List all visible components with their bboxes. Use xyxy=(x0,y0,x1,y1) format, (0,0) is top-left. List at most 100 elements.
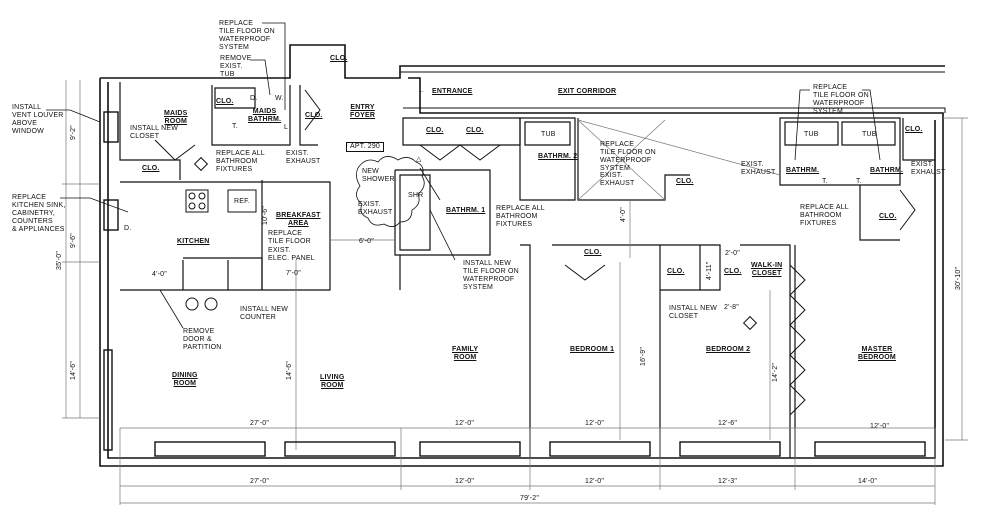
leader-lines xyxy=(46,22,881,329)
note-install-tile-bath1: INSTALL NEW TILE FLOOR ON WATERPROOF SYS… xyxy=(463,260,519,291)
note-kitchen-replace: REPLACE KITCHEN SINK, CABINETRY, COUNTER… xyxy=(12,194,66,233)
dim-closet-2-8: 2'-8" xyxy=(724,304,739,311)
dim-outer-bed2: 12'-3" xyxy=(718,478,738,485)
note-install-closet-br2: INSTALL NEW CLOSET xyxy=(669,305,718,320)
dim-inner-bed2: 12'-6" xyxy=(718,420,738,427)
room-master-bedroom: MASTER BEDROOM xyxy=(858,346,896,361)
note-install-counter: INSTALL NEW COUNTER xyxy=(240,306,289,321)
dim-outer-dining: 27'-0" xyxy=(250,478,270,485)
closet-label: CLO. xyxy=(879,213,897,220)
closet-label: CLO. xyxy=(905,126,923,133)
note-vent-louver: INSTALL VENT LOUVER ABOVE WINDOW xyxy=(12,104,64,135)
arrow-left-icon: ← xyxy=(418,88,426,95)
dimension-lines xyxy=(62,80,968,505)
dim-left-upper: 9'-2" xyxy=(70,125,77,140)
dim-closet-4-11: 4'-11" xyxy=(706,261,713,280)
dim-outer-family: 12'-0" xyxy=(455,478,475,485)
toilet-label: T. xyxy=(232,123,238,130)
room-bedroom-1: BEDROOM 1 xyxy=(570,346,615,353)
dim-breakfast-width: 7'-0" xyxy=(286,270,301,277)
closet-label: CLO. xyxy=(142,165,160,172)
shower-cloud xyxy=(356,156,425,227)
dim-left-middle: 9'-6" xyxy=(70,233,77,248)
dim-breakfast-height: 10'-6" xyxy=(262,205,269,225)
dishwasher-label: D. xyxy=(124,225,132,232)
note-elec-panel: EXIST. ELEC. PANEL xyxy=(268,247,315,262)
tub-label: TUB xyxy=(862,131,877,138)
tub-label: TUB xyxy=(804,131,819,138)
dim-inner-dining: 27'-0" xyxy=(250,420,270,427)
dim-closet-2-0: 2'-0" xyxy=(725,250,740,257)
note-maid-tile: REPLACE TILE FLOOR ON WATERPROOF SYSTEM xyxy=(219,20,275,51)
dim-overall-width: 79'-2" xyxy=(520,495,540,502)
revision-triangle-icon: △ xyxy=(416,156,422,163)
room-family: FAMILY ROOM xyxy=(452,346,479,361)
room-kitchen: KITCHEN xyxy=(177,238,210,245)
dim-inner-family: 12'-0" xyxy=(455,420,475,427)
room-bathroom-1: BATHRM. 1 xyxy=(446,207,486,214)
exterior-walls xyxy=(99,44,946,467)
room-living: LIVING ROOM xyxy=(320,374,345,389)
note-remove-door: REMOVE DOOR & PARTITION xyxy=(183,328,222,351)
note-exhaust-master-a: EXIST. EXHAUST xyxy=(741,161,776,176)
room-master-bath-a: BATHRM. xyxy=(786,167,820,174)
label-entrance: ENTRANCE xyxy=(432,88,473,95)
dim-outer-bed1: 12'-0" xyxy=(585,478,605,485)
closet-label: CLO. xyxy=(305,112,323,119)
closet-label: CLO. xyxy=(466,127,484,134)
dim-outer-master: 14'-0" xyxy=(858,478,878,485)
refrigerator-label: REF. xyxy=(234,198,250,205)
tub-label: TUB xyxy=(541,131,556,138)
dim-inner-master: 12'-0" xyxy=(870,423,890,430)
closet-label: CLO. xyxy=(676,178,694,185)
room-master-bath-b: BATHRM. xyxy=(870,167,904,174)
closet-label: CLO. xyxy=(216,98,234,105)
room-bedroom-2: BEDROOM 2 xyxy=(706,346,751,353)
note-replace-fixtures-bath1: REPLACE ALL BATHROOM FIXTURES xyxy=(496,205,545,228)
windows xyxy=(103,111,926,457)
closet-label: CLO. xyxy=(330,55,348,62)
room-maids-room: MAIDS ROOM xyxy=(164,110,188,125)
dim-bedroom1-height: 16'-9" xyxy=(640,346,647,366)
dim-right-overall: 30'-10" xyxy=(955,266,962,290)
dim-corridor-4: 4'-0" xyxy=(620,207,627,222)
lavatory-label: L xyxy=(284,124,289,131)
room-entry-foyer: ENTRY FOYER xyxy=(350,104,376,119)
note-install-closet: INSTALL NEW CLOSET xyxy=(130,125,179,140)
note-bath2-tile: REPLACE TILE FLOOR ON WATERPROOF SYSTEM xyxy=(600,141,656,172)
dim-bedroom2-height: 14'-2" xyxy=(772,362,779,382)
note-replace-fixtures-master: REPLACE ALL BATHROOM FIXTURES xyxy=(800,204,849,227)
note-exhaust-bath1: EXIST. EXHAUST xyxy=(358,201,393,216)
closet-label: CLO. xyxy=(426,127,444,134)
note-replace-fixtures-maid: REPLACE ALL BATHROOM FIXTURES xyxy=(216,150,265,173)
note-exhaust-maid: EXIST. EXHAUST xyxy=(286,150,321,165)
toilet-label: T. xyxy=(822,178,828,185)
room-dining: DINING ROOM xyxy=(172,372,198,387)
dim-corridor-6: 6'-0" xyxy=(359,238,374,245)
toilet-label: T. xyxy=(856,178,862,185)
apartment-tag: APT. 290 xyxy=(346,142,385,152)
note-exhaust-bath2: EXIST. EXHAUST xyxy=(600,172,635,187)
note-breakfast-tile: REPLACE TILE FLOOR xyxy=(268,230,311,245)
washer-label: W. xyxy=(275,95,284,102)
dim-left-lower: 14'-6" xyxy=(70,360,77,380)
dim-left-overall: 35'-0" xyxy=(56,250,63,270)
kitchen-elements xyxy=(185,189,257,311)
room-walk-in-closet: WALK-IN CLOSET xyxy=(751,262,783,277)
dim-living-height: 14'-6" xyxy=(286,360,293,380)
room-bathroom-2: BATHRM. 2 xyxy=(538,153,578,160)
note-master-tile: REPLACE TILE FLOOR ON WATERPROOF SYSTEM xyxy=(813,84,869,115)
closet-label: CLO. xyxy=(584,249,602,256)
dryer-label: D. xyxy=(250,95,258,102)
note-new-shower: NEW SHOWER xyxy=(362,168,395,183)
closet-doors xyxy=(154,89,916,416)
note-remove-tub: REMOVE EXIST. TUB xyxy=(220,55,252,78)
closet-label: CLO. xyxy=(724,268,742,275)
note-exhaust-master-b: EXIST. EXHAUST xyxy=(911,161,946,176)
label-exit-corridor: EXIT CORRIDOR xyxy=(558,88,617,95)
closet-label: CLO. xyxy=(667,268,685,275)
shower-label: SHR xyxy=(408,192,424,199)
room-breakfast-area: BREAKFAST AREA xyxy=(276,212,321,227)
dim-inner-bed1: 12'-0" xyxy=(585,420,605,427)
